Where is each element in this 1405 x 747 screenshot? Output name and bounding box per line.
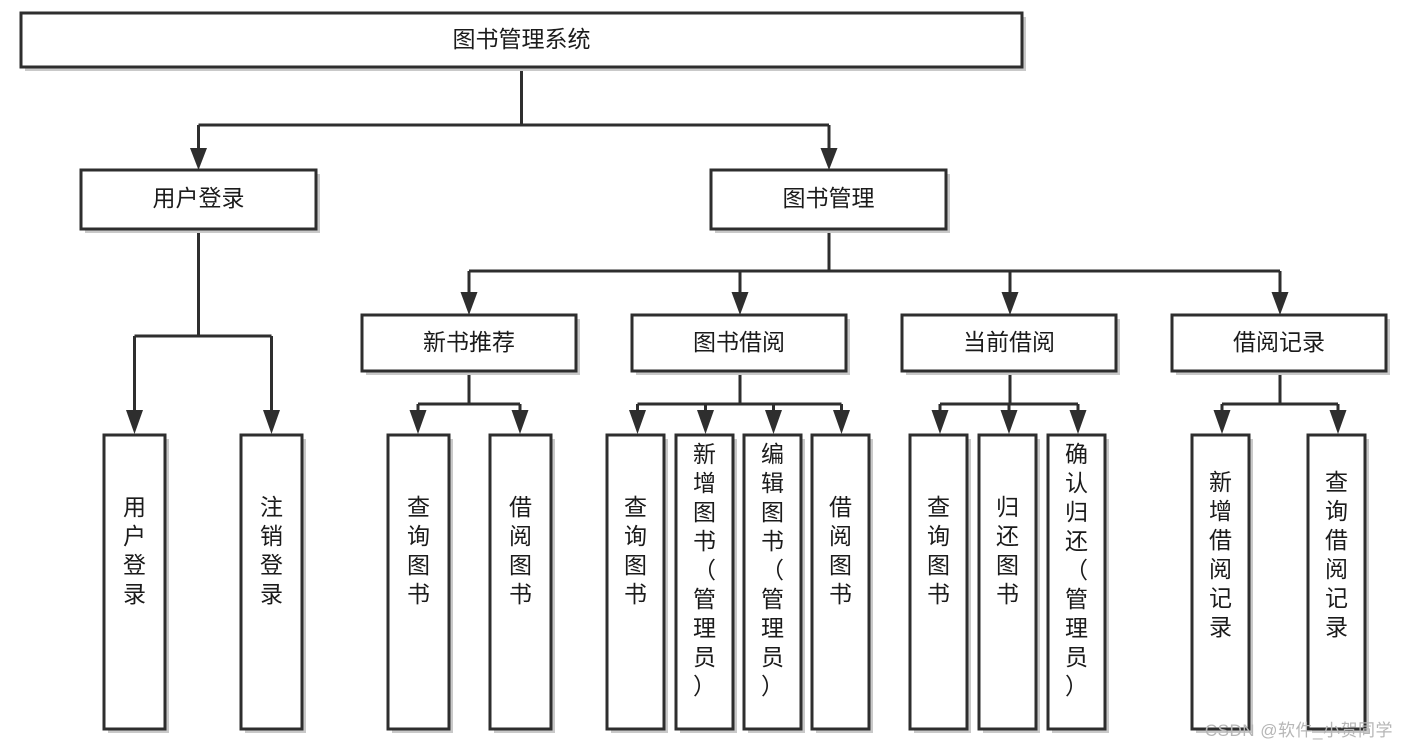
- node-root-label: 图书管理系统: [453, 26, 591, 52]
- node-leaf-edit-book-label: 编辑图书（管理员）: [761, 441, 784, 699]
- node-current-borrow[interactable]: 当前借阅: [900, 313, 1120, 375]
- node-user-login-label: 用户登录: [153, 185, 245, 211]
- node-leaf-edit-book[interactable]: 编辑图书（管理员）: [742, 433, 805, 733]
- node-leaf-query-record-label: 查询借阅记录: [1325, 469, 1348, 640]
- connector-current-borrow-to-leaves: [931, 375, 1087, 434]
- node-book-borrow[interactable]: 图书借阅: [630, 313, 850, 375]
- node-new-book-recommend-label: 新书推荐: [423, 329, 515, 355]
- connector-root-to-level2: [190, 69, 838, 170]
- node-root[interactable]: 图书管理系统: [19, 11, 1026, 71]
- connector-layer: [126, 69, 1347, 434]
- node-leaf-return-book[interactable]: 归还图书: [977, 433, 1040, 733]
- connector-book-manage-to-level3: [460, 233, 1289, 315]
- node-leaf-add-book-label: 新增图书（管理员）: [693, 441, 716, 699]
- node-leaf-add-record-label: 新增借阅记录: [1209, 469, 1232, 640]
- node-leaf-query-book-2-label: 查询图书: [624, 494, 647, 607]
- node-leaf-return-book-label: 归还图书: [996, 494, 1019, 607]
- connector-book-borrow-to-leaves: [629, 375, 850, 434]
- node-book-borrow-label: 图书借阅: [693, 329, 785, 355]
- node-book-manage[interactable]: 图书管理: [709, 168, 950, 233]
- node-leaf-user-logout-label: 注销登录: [260, 494, 283, 607]
- node-new-book-recommend[interactable]: 新书推荐: [360, 313, 580, 375]
- node-leaf-query-book-3-label: 查询图书: [927, 494, 950, 607]
- node-leaf-borrow-book-2-label: 借阅图书: [829, 494, 852, 607]
- node-leaf-user-logout[interactable]: 注销登录: [239, 433, 306, 733]
- node-user-login[interactable]: 用户登录: [79, 168, 320, 233]
- connector-user-login-to-leaves: [126, 233, 280, 434]
- node-leaf-borrow-book-2[interactable]: 借阅图书: [810, 433, 873, 733]
- node-leaf-confirm-return[interactable]: 确认归还（管理员）: [1046, 433, 1109, 733]
- node-leaf-user-login[interactable]: 用户登录: [102, 433, 169, 733]
- node-leaf-borrow-book-1[interactable]: 借阅图书: [488, 433, 555, 733]
- node-leaf-query-book-1-label: 查询图书: [407, 494, 430, 607]
- csdn-watermark: CSDN @软件_小贺同学: [1204, 721, 1393, 740]
- node-leaf-borrow-book-1-label: 借阅图书: [509, 494, 532, 607]
- node-borrow-record-label: 借阅记录: [1233, 329, 1325, 355]
- node-leaf-query-book-1[interactable]: 查询图书: [386, 433, 453, 733]
- connector-borrow-record-to-leaves: [1213, 375, 1347, 434]
- node-book-manage-label: 图书管理: [783, 185, 875, 211]
- node-leaf-query-book-3[interactable]: 查询图书: [908, 433, 971, 733]
- node-leaf-query-record[interactable]: 查询借阅记录: [1306, 433, 1369, 733]
- node-current-borrow-label: 当前借阅: [963, 329, 1055, 355]
- node-leaf-user-login-label: 用户登录: [123, 494, 146, 607]
- node-borrow-record[interactable]: 借阅记录: [1170, 313, 1390, 375]
- node-leaf-add-record[interactable]: 新增借阅记录: [1190, 433, 1253, 733]
- connector-new-book-recommend-to-leaves: [409, 375, 529, 434]
- node-leaf-confirm-return-label: 确认归还（管理员）: [1065, 441, 1088, 699]
- node-leaf-query-book-2[interactable]: 查询图书: [605, 433, 668, 733]
- node-leaf-add-book[interactable]: 新增图书（管理员）: [674, 433, 737, 733]
